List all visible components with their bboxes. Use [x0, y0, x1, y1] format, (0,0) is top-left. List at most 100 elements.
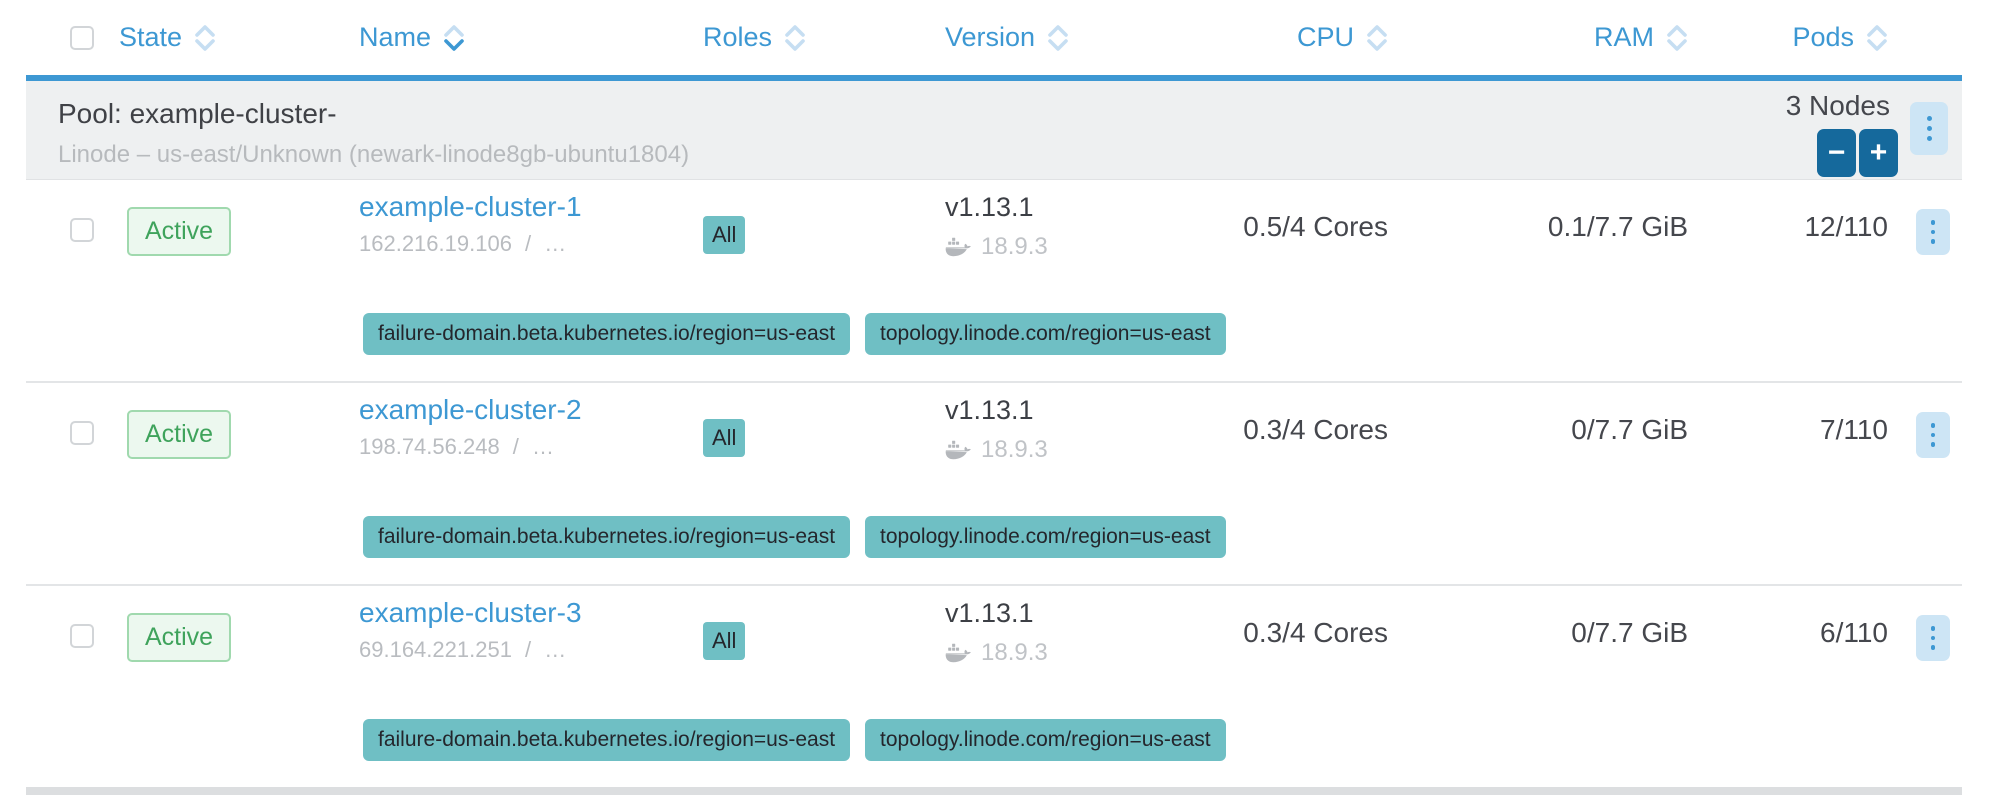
row-select-cell — [26, 383, 94, 450]
sort-icon[interactable] — [1047, 23, 1069, 53]
version-cell: v1.13.1 18.9.3 — [916, 180, 1166, 261]
node-address: 162.216.19.106 / … — [359, 231, 567, 256]
docker-icon — [945, 440, 971, 459]
node-label-tag: topology.linode.com/region=us-east — [865, 516, 1226, 558]
pool-actions-menu-button[interactable] — [1910, 102, 1948, 155]
column-label: Pods — [1792, 22, 1854, 52]
node-row: Active example-cluster-1 162.216.19.106 … — [26, 180, 1962, 381]
roles-cell: All — [674, 180, 916, 254]
node-label-tag: failure-domain.beta.kubernetes.io/region… — [363, 516, 851, 558]
roles-badge: All — [703, 622, 746, 660]
ram-value: 0.1/7.7 GiB — [1547, 211, 1688, 242]
node-label-tag: topology.linode.com/region=us-east — [865, 719, 1226, 761]
sort-icon[interactable] — [784, 23, 806, 53]
docker-version: 18.9.3 — [981, 639, 1048, 666]
kebab-icon — [1930, 220, 1936, 244]
sort-icon[interactable] — [1366, 23, 1388, 53]
docker-version: 18.9.3 — [981, 233, 1048, 260]
node-label-tag: failure-domain.beta.kubernetes.io/region… — [363, 719, 851, 761]
name-cell: example-cluster-2 198.74.56.248 / … — [329, 383, 674, 460]
pool-node-count: 3 Nodes — [1785, 90, 1890, 121]
column-label: Name — [359, 22, 432, 52]
row-checkbox[interactable] — [70, 624, 94, 648]
row-actions-cell — [1916, 586, 1962, 661]
kubernetes-version: v1.13.1 — [945, 192, 1034, 222]
column-label: RAM — [1594, 22, 1654, 52]
node-address: 69.164.221.251 / … — [359, 637, 567, 662]
row-actions-cell — [1916, 383, 1962, 458]
pool-row: Pool: example-cluster- Linode – us-east/… — [26, 81, 1962, 180]
cpu-value: 0.5/4 Cores — [1243, 211, 1388, 242]
select-all-cell — [26, 25, 94, 50]
name-cell: example-cluster-1 162.216.19.106 / … — [329, 180, 674, 257]
cpu-value: 0.3/4 Cores — [1243, 617, 1388, 648]
roles-badge: All — [703, 216, 746, 254]
version-cell: v1.13.1 18.9.3 — [916, 383, 1166, 464]
plus-icon: + — [1869, 136, 1888, 169]
pods-value: 12/110 — [1804, 211, 1888, 242]
node-label-tag: failure-domain.beta.kubernetes.io/region… — [363, 313, 851, 355]
docker-version: 18.9.3 — [981, 436, 1048, 463]
column-label: State — [119, 22, 183, 52]
roles-cell: All — [674, 586, 916, 660]
docker-icon — [945, 643, 971, 662]
row-checkbox[interactable] — [70, 218, 94, 242]
node-name-link[interactable]: example-cluster-2 — [359, 394, 582, 425]
table-bottom-divider — [26, 787, 1962, 795]
row-select-cell — [26, 586, 94, 653]
node-label-tag: topology.linode.com/region=us-east — [865, 313, 1226, 355]
roles-cell: All — [674, 383, 916, 457]
name-cell: example-cluster-3 69.164.221.251 / … — [329, 586, 674, 663]
kubernetes-version: v1.13.1 — [945, 395, 1034, 425]
minus-icon: − — [1827, 136, 1846, 169]
column-header-state[interactable]: State — [94, 22, 329, 53]
node-labels: failure-domain.beta.kubernetes.io/region… — [26, 516, 1962, 584]
row-actions-menu-button[interactable] — [1916, 615, 1950, 661]
state-badge: Active — [127, 613, 232, 662]
pods-value: 7/110 — [1820, 414, 1888, 445]
pods-value: 6/110 — [1820, 617, 1888, 648]
node-name-link[interactable]: example-cluster-1 — [359, 191, 582, 222]
column-header-version[interactable]: Version — [916, 22, 1166, 53]
state-cell: Active — [94, 180, 329, 256]
column-header-cpu[interactable]: CPU — [1166, 22, 1416, 53]
column-label: Version — [945, 22, 1036, 52]
scale-down-button[interactable]: − — [1817, 129, 1856, 177]
column-header-ram[interactable]: RAM — [1416, 22, 1716, 53]
row-select-cell — [26, 180, 94, 247]
ram-value: 0/7.7 GiB — [1571, 617, 1688, 648]
sort-icon[interactable] — [1666, 23, 1688, 53]
node-row: Active example-cluster-2 198.74.56.248 /… — [26, 381, 1962, 584]
sort-icon[interactable] — [1866, 23, 1888, 53]
state-cell: Active — [94, 586, 329, 662]
column-label: Roles — [703, 22, 773, 52]
state-cell: Active — [94, 383, 329, 459]
state-badge: Active — [127, 410, 232, 459]
docker-icon — [945, 237, 971, 256]
select-all-checkbox[interactable] — [70, 25, 94, 50]
kebab-icon — [1930, 626, 1936, 650]
row-checkbox[interactable] — [70, 421, 94, 445]
column-header-name[interactable]: Name — [329, 22, 674, 53]
column-header-roles[interactable]: Roles — [674, 22, 916, 53]
scale-up-button[interactable]: + — [1859, 129, 1898, 177]
column-header-pods[interactable]: Pods — [1716, 22, 1916, 53]
ram-value: 0/7.7 GiB — [1571, 414, 1688, 445]
row-actions-menu-button[interactable] — [1916, 412, 1950, 458]
node-name-link[interactable]: example-cluster-3 — [359, 597, 582, 628]
pool-title: Pool: example-cluster- — [58, 98, 337, 129]
pool-subtitle: Linode – us-east/Unknown (newark-linode8… — [58, 141, 690, 168]
row-actions-menu-button[interactable] — [1916, 209, 1950, 255]
kebab-icon — [1926, 116, 1932, 141]
node-address: 198.74.56.248 / … — [359, 434, 555, 459]
table-header-row: State Name Roles Version CPU RAM — [26, 0, 1962, 81]
roles-badge: All — [703, 419, 746, 457]
node-labels: failure-domain.beta.kubernetes.io/region… — [26, 719, 1962, 787]
sort-icon[interactable] — [194, 23, 216, 53]
cpu-value: 0.3/4 Cores — [1243, 414, 1388, 445]
node-row: Active example-cluster-3 69.164.221.251 … — [26, 584, 1962, 787]
sort-icon[interactable] — [443, 23, 465, 53]
node-rows: Active example-cluster-1 162.216.19.106 … — [26, 180, 1962, 787]
kubernetes-version: v1.13.1 — [945, 598, 1034, 628]
